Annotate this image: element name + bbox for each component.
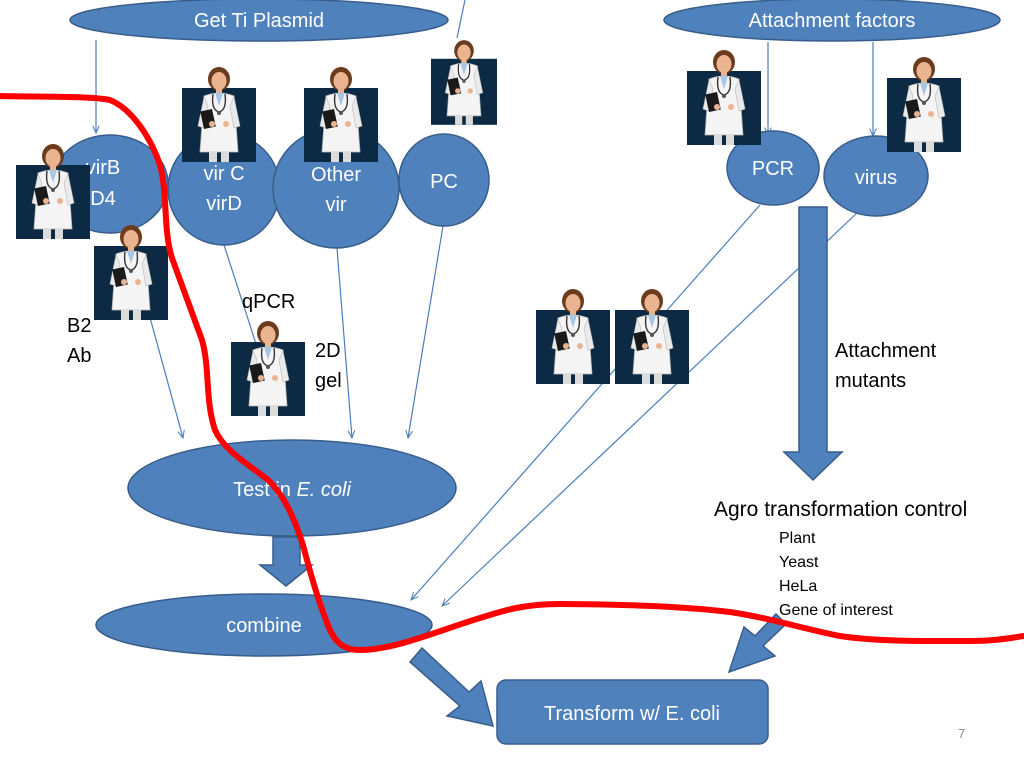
connector-pc-to-test bbox=[408, 225, 444, 438]
doctor-icon bbox=[182, 66, 256, 162]
red-boundary-line bbox=[0, 93, 1024, 653]
attachment-factors-label: Attachment factors bbox=[749, 10, 916, 32]
connector-top-cut bbox=[456, 0, 466, 39]
ti-plasmid-label: Get Ti Plasmid bbox=[194, 10, 324, 32]
connector-virc-to-test bbox=[223, 244, 259, 351]
virus-node: virus bbox=[823, 135, 929, 217]
connector-other-to-test bbox=[336, 247, 352, 438]
agro-item-hela: HeLa bbox=[779, 578, 817, 595]
ti-plasmid-node: Get Ti Plasmid bbox=[69, 0, 449, 42]
test-label-organism: E. coli bbox=[296, 479, 351, 501]
doctor-icon bbox=[887, 56, 961, 153]
test-label: Test in E. coli bbox=[233, 479, 351, 501]
gel-label: gel bbox=[315, 370, 342, 392]
connector-virus-to-combine bbox=[442, 211, 859, 606]
doctor-icon bbox=[94, 224, 168, 321]
gel-2d-label: 2D bbox=[315, 340, 341, 362]
transform-node: Transform w/ E. coli bbox=[496, 679, 769, 745]
pcr-label: PCR bbox=[752, 158, 794, 180]
slide-number: 7 bbox=[958, 726, 965, 741]
doctor-icon bbox=[431, 39, 497, 126]
connectors bbox=[96, 0, 873, 606]
pc-node: PC bbox=[398, 133, 490, 227]
agro-item-gene: Gene of interest bbox=[779, 602, 893, 619]
ab-label: Ab bbox=[67, 345, 91, 367]
virus-label: virus bbox=[855, 167, 897, 189]
combine-label: combine bbox=[226, 615, 302, 637]
attachment-mutants-line1: Attachment bbox=[835, 340, 937, 362]
attachment-factors-node: Attachment factors bbox=[663, 0, 1001, 42]
attachment-mutants-line2: mutants bbox=[835, 370, 906, 392]
down-arrow-attachment bbox=[782, 206, 844, 482]
virb-label-line1: virB bbox=[86, 157, 120, 179]
doctor-icon bbox=[615, 288, 689, 385]
pcr-node: PCR bbox=[726, 130, 820, 206]
combine-node: combine bbox=[95, 593, 433, 657]
doctor-icon bbox=[687, 49, 761, 146]
other-vir-label-line2: vir bbox=[325, 194, 346, 216]
arrow-combine-to-transform bbox=[408, 646, 495, 727]
block-arrows bbox=[257, 206, 844, 727]
transform-label: Transform w/ E. coli bbox=[544, 703, 720, 725]
virc-label-line1: vir C bbox=[203, 163, 244, 185]
agro-item-yeast: Yeast bbox=[779, 554, 819, 571]
doctor-icon bbox=[304, 66, 378, 162]
agro-title: Agro transformation control bbox=[714, 498, 967, 521]
virc-label-line2: virD bbox=[206, 193, 242, 215]
b2-label: B2 bbox=[67, 315, 91, 337]
virb-label-line2: D4 bbox=[90, 188, 116, 210]
pc-label: PC bbox=[430, 171, 458, 193]
test-label-prefix: Test in bbox=[233, 479, 296, 501]
doctor-icon bbox=[231, 320, 305, 417]
agro-item-plant: Plant bbox=[779, 530, 816, 547]
test-in-ecoli-node: Test in E. coli bbox=[127, 439, 457, 537]
qpcr-label: qPCR bbox=[242, 291, 295, 313]
annotations: qPCR B2 Ab 2D gel Attachment mutants Agr… bbox=[67, 291, 967, 741]
other-vir-label-line1: Other bbox=[311, 164, 361, 186]
connector-pcr-to-combine bbox=[411, 204, 761, 600]
doctor-icon bbox=[536, 288, 610, 385]
